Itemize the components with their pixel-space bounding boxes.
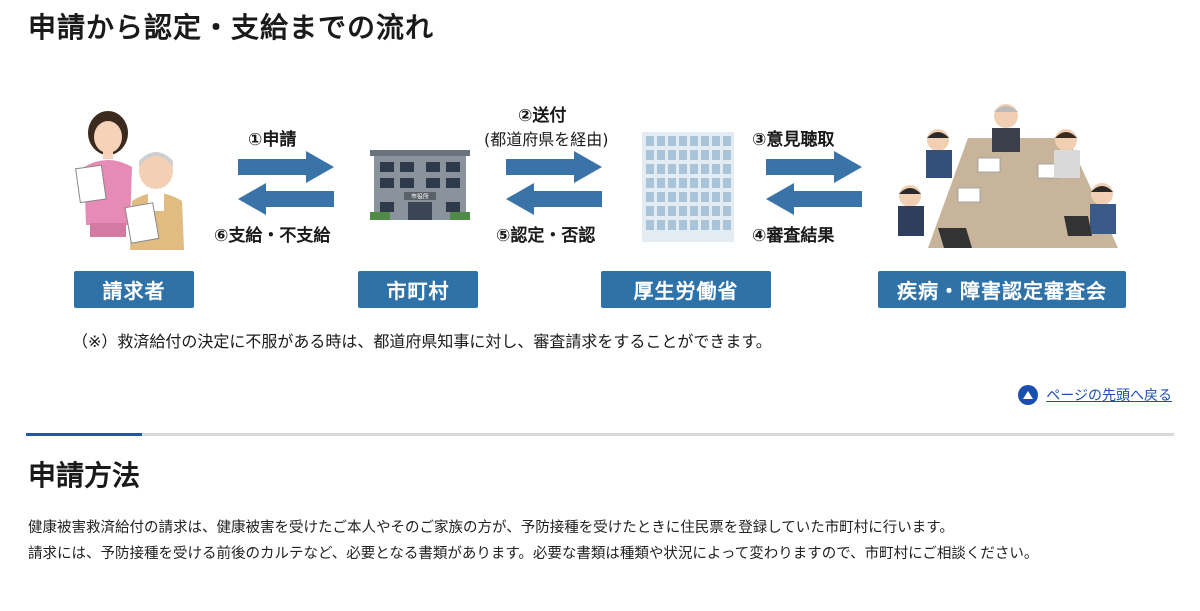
- claimant-illustration: [75, 111, 184, 250]
- city-hall-sign: 市役所: [411, 193, 429, 201]
- back-to-top-label: ページの先頭へ戻る: [1046, 388, 1172, 404]
- back-to-top-link[interactable]: ページの先頭へ戻る: [1018, 385, 1172, 405]
- section-divider-accent: [26, 433, 142, 436]
- step-2-sublabel: (都道府県を経由): [484, 130, 609, 149]
- step-6-label: ⑥支給・不支給: [214, 226, 331, 246]
- entity-council: 疾病・障害認定審査会: [878, 271, 1126, 308]
- arrow-right-icon: [506, 151, 602, 183]
- page-title: 申請から認定・支給までの流れ: [28, 11, 435, 44]
- arrow-right-icon: [238, 151, 334, 183]
- body-paragraph-2: 請求には、予防接種を受ける前後のカルテなど、必要となる書類があります。必要な書類…: [28, 546, 1039, 562]
- body-paragraph-1: 健康被害救済給付の請求は、健康被害を受けたご本人やそのご家族の方が、予防接種を受…: [28, 520, 954, 536]
- step-3-label: ③意見聴取: [752, 130, 835, 150]
- appeal-note: （※）救済給付の決定に不服がある時は、都道府県知事に対し、審査請求をすることがで…: [72, 332, 772, 351]
- step-2-label: ②送付: [518, 106, 567, 126]
- council-meeting-illustration: [898, 104, 1118, 248]
- step-4-label: ④審査結果: [752, 226, 835, 246]
- section-title: 申請方法: [28, 459, 141, 492]
- entity-claimant: 請求者: [74, 271, 194, 308]
- entity-municipality: 市町村: [358, 271, 478, 308]
- step-1-label: ①申請: [248, 130, 297, 150]
- arrow-left-icon: [238, 183, 334, 215]
- step-5-label: ⑤認定・否認: [496, 226, 596, 246]
- entity-ministry: 厚生労働省: [601, 271, 771, 308]
- city-hall-illustration: 市役所: [370, 150, 470, 220]
- arrow-left-icon: [766, 183, 862, 215]
- ministry-building-illustration: [642, 132, 734, 242]
- arrow-right-icon: [766, 151, 862, 183]
- arrow-left-icon: [506, 183, 602, 215]
- section-divider: [26, 433, 1174, 436]
- application-flow-diagram: ①申請 ⑥支給・不支給 市役所 ②送付 (都道府県を経由) ⑤認定・否認: [72, 104, 1126, 351]
- arrow-up-icon: [1018, 385, 1039, 405]
